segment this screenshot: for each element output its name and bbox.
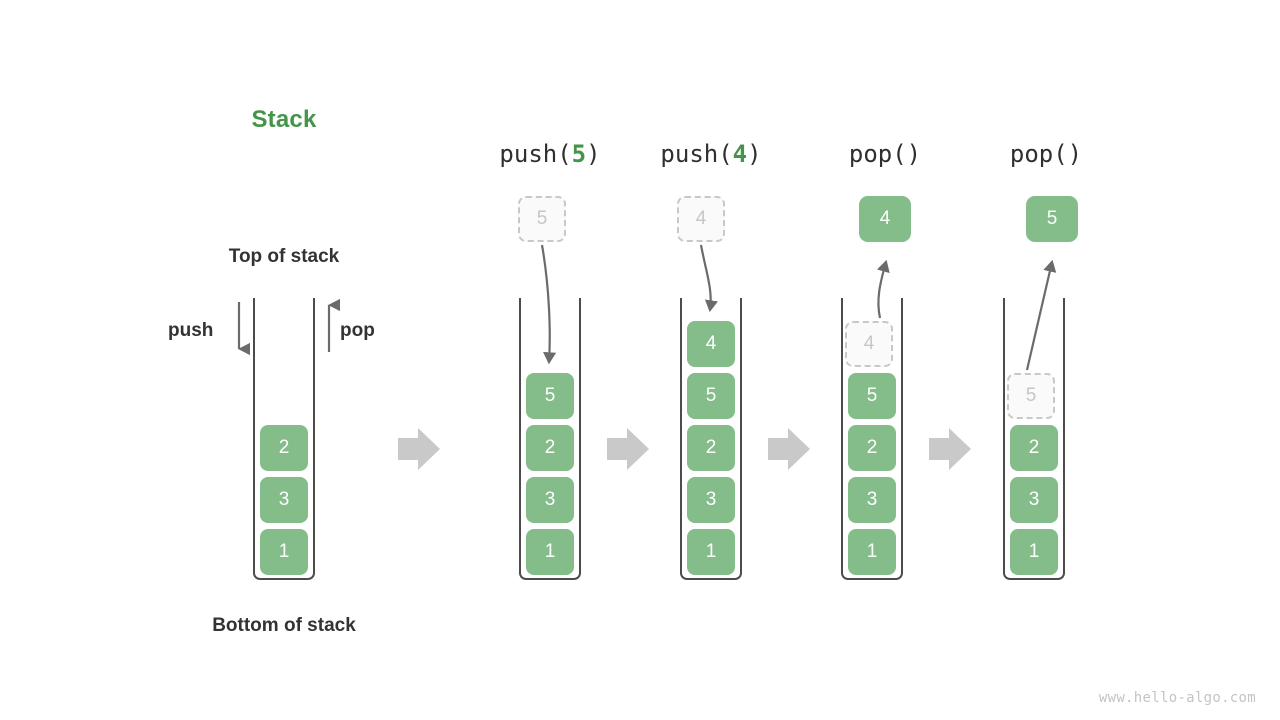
column-header-push-4: push(4) [631,140,791,168]
column-header-push-5: push(5) [470,140,630,168]
stack-box: 2 [1010,425,1058,471]
bottom-of-stack-label: Bottom of stack [212,615,356,636]
stack-box: 1 [526,529,574,575]
stack-box: 5 [526,373,574,419]
page-title: Stack [251,106,317,133]
stack-container-push-5 [519,298,581,580]
popped-value-box: 5 [1026,196,1078,242]
column-header-op: pop( [848,140,907,168]
column-header-close: ) [586,140,601,168]
column-header-op: push( [660,140,733,168]
stack-box: 1 [1010,529,1058,575]
column-header-pop-2: pop() [966,140,1126,168]
incoming-ghost-box: 5 [518,196,566,242]
push-label: push [168,320,214,341]
stack-box: 5 [687,373,735,419]
column-header-op: pop( [1009,140,1068,168]
popped-value-box: 4 [859,196,911,242]
stack-box: 3 [687,477,735,523]
ghost-box-in-stack: 5 [1007,373,1055,419]
stack-box: 3 [1010,477,1058,523]
stack-box: 1 [848,529,896,575]
column-header-close: ) [1067,140,1083,168]
stack-box: 2 [526,425,574,471]
stack-container-pop-2 [1003,298,1065,580]
stack-box: 2 [848,425,896,471]
incoming-ghost-box: 4 [677,196,725,242]
stage-separator-arrow-icon [929,428,971,470]
stack-container-initial [253,298,315,580]
stack-box: 5 [848,373,896,419]
stack-box: 3 [848,477,896,523]
stack-box: 1 [260,529,308,575]
column-header-arg: 4 [732,140,748,168]
stack-box: 3 [526,477,574,523]
column-header-pop-1: pop() [805,140,965,168]
stack-container-pop-1 [841,298,903,580]
column-header-close: ) [747,140,762,168]
stage-separator-arrow-icon [768,428,810,470]
top-of-stack-label: Top of stack [228,246,340,267]
column-header-close: ) [906,140,922,168]
stack-box: 2 [260,425,308,471]
pop-label: pop [340,320,375,341]
ghost-box-in-stack: 4 [845,321,893,367]
column-header-op: push( [499,140,572,168]
watermark: www.hello-algo.com [1098,690,1256,706]
stage-separator-arrow-icon [398,428,440,470]
stack-box: 2 [687,425,735,471]
column-header-arg: 5 [571,140,587,168]
stage-separator-arrow-icon [607,428,649,470]
stack-box: 1 [687,529,735,575]
stack-box: 3 [260,477,308,523]
stack-container-push-4 [680,298,742,580]
stack-box: 4 [687,321,735,367]
